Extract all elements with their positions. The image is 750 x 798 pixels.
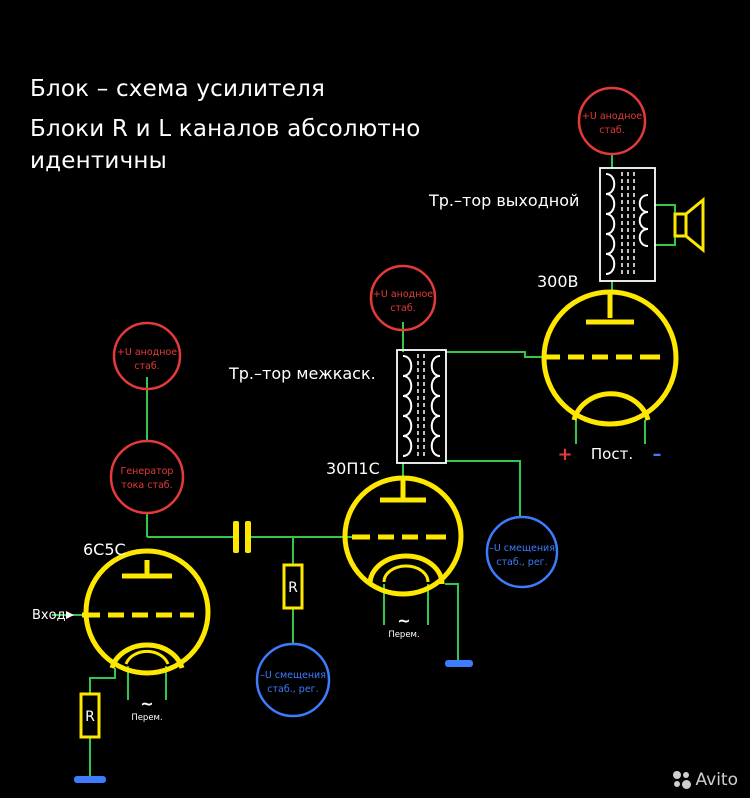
heater-1-label: Перем. xyxy=(131,713,162,723)
anode-supply-1-line1: +U анодное xyxy=(117,347,177,358)
tube-30p1s xyxy=(342,475,464,597)
output-transformer-label: Тр.–тор выходной xyxy=(428,191,579,210)
current-generator: Генератор тока стаб. xyxy=(109,439,185,515)
tube-300b xyxy=(541,289,679,427)
anode-supply-2-line1: +U анодное xyxy=(373,289,433,300)
heater-1-symbol-icon: ~ xyxy=(140,694,153,713)
wires xyxy=(52,154,676,776)
resistor-grid-label: R xyxy=(288,580,298,596)
bias-supply-1: –U смещения стаб., рег. xyxy=(255,642,331,718)
anode-supply-2: +U анодное стаб. xyxy=(369,264,437,332)
title-line-1: Блок – схема усилителя xyxy=(30,76,326,102)
output-transformer xyxy=(599,167,656,282)
bias-supply-2-line1: –U смещения xyxy=(489,543,555,554)
title-line-3: идентичны xyxy=(30,148,167,174)
heater-2-symbol-icon: ~ xyxy=(397,611,410,630)
anode-supply-3-line2: стаб. xyxy=(599,125,624,136)
bias-supply-1-line2: стаб., рег. xyxy=(267,684,318,695)
dc-minus-label: – xyxy=(653,444,662,465)
anode-supply-3-line1: +U анодное xyxy=(582,111,642,122)
dc-plus-label: + xyxy=(557,444,572,465)
generator-line2: тока стаб. xyxy=(121,480,172,491)
ground-bar-2 xyxy=(445,660,473,667)
wire-secondary-grid3 xyxy=(445,351,545,358)
anode-supply-3: +U анодное стаб. xyxy=(577,86,647,156)
watermark: Avito xyxy=(672,770,738,790)
heater-2-label: Перем. xyxy=(388,630,419,640)
dc-label: Пост. xyxy=(591,445,633,463)
tube-6s5s xyxy=(82,548,211,676)
resistor-grid: R xyxy=(282,563,304,610)
tube-3-label: 300В xyxy=(537,272,579,291)
wire-cathode1-resistor xyxy=(89,668,116,694)
anode-supply-1: +U анодное стаб. xyxy=(112,321,182,391)
wire-cathode2-ground xyxy=(445,583,459,660)
wire-secondary-speaker-a xyxy=(654,204,676,214)
resistor-cathode: R xyxy=(79,692,101,739)
wire-secondary-bias2 xyxy=(445,460,521,518)
anode-supply-1-line2: стаб. xyxy=(134,361,159,372)
interstage-transformer-label: Тр.–тор межкаск. xyxy=(228,364,376,383)
bias-supply-2-line2: стаб., рег. xyxy=(496,557,547,568)
bias-supply-2: –U смещения стаб., рег. xyxy=(485,515,559,589)
input-label: Вход xyxy=(32,608,66,623)
coupling-capacitor xyxy=(233,521,251,553)
watermark-text: Avito xyxy=(695,770,738,790)
anode-supply-2-line2: стаб. xyxy=(390,303,415,314)
bias-supply-1-line1: –U смещения xyxy=(260,670,326,681)
avito-logo-icon xyxy=(672,771,691,789)
tube-1-label: 6С5С xyxy=(83,540,126,559)
generator-line1: Генератор xyxy=(121,466,174,477)
wire-secondary-speaker-b xyxy=(654,236,676,246)
interstage-transformer xyxy=(396,349,447,464)
resistor-cathode-label: R xyxy=(85,709,95,725)
input-arrow-icon xyxy=(66,611,74,619)
speaker-icon xyxy=(673,196,705,254)
title-line-2: Блоки R и L каналов абсолютно xyxy=(30,116,421,142)
tube-2-label: 30П1С xyxy=(326,459,380,478)
ground-bar-1 xyxy=(74,776,106,783)
